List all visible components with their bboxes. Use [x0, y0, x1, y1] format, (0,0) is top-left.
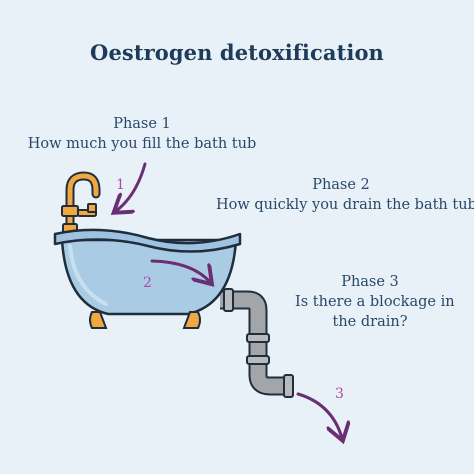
phase-1-arrow [116, 162, 147, 211]
phase-3-heading: Phase 3 [341, 274, 399, 290]
phase-1-heading: Phase 1 [113, 116, 171, 132]
phase-3-label: Phase 3 Is there a blockage in the drain… [295, 272, 455, 332]
phase-2-description: How quickly you drain the bath tub [216, 197, 474, 213]
phase-3-description-line-2: the drain? [332, 314, 408, 330]
phase-1-description: How much you fill the bath tub [27, 136, 257, 152]
phase-1-label: Phase 1 How much you fill the bath tub [22, 114, 262, 154]
phase-2-heading: Phase 2 [312, 177, 370, 193]
phase-2-number: 2 [143, 275, 152, 291]
diagram-title: Oestrogen detoxification [90, 40, 384, 65]
bathtub-icon [53, 228, 242, 329]
phase-3-arrow [296, 392, 342, 438]
phase-2-label: Phase 2 How quickly you drain the bath t… [216, 175, 474, 215]
phase-2-arrow [150, 259, 210, 282]
phase-1-number: 1 [116, 177, 125, 193]
faucet-icon [61, 171, 101, 234]
phase-3-description-line-1: Is there a blockage in [295, 294, 455, 310]
drain-pipe-icon [220, 288, 294, 398]
phase-3-number: 3 [335, 386, 344, 402]
